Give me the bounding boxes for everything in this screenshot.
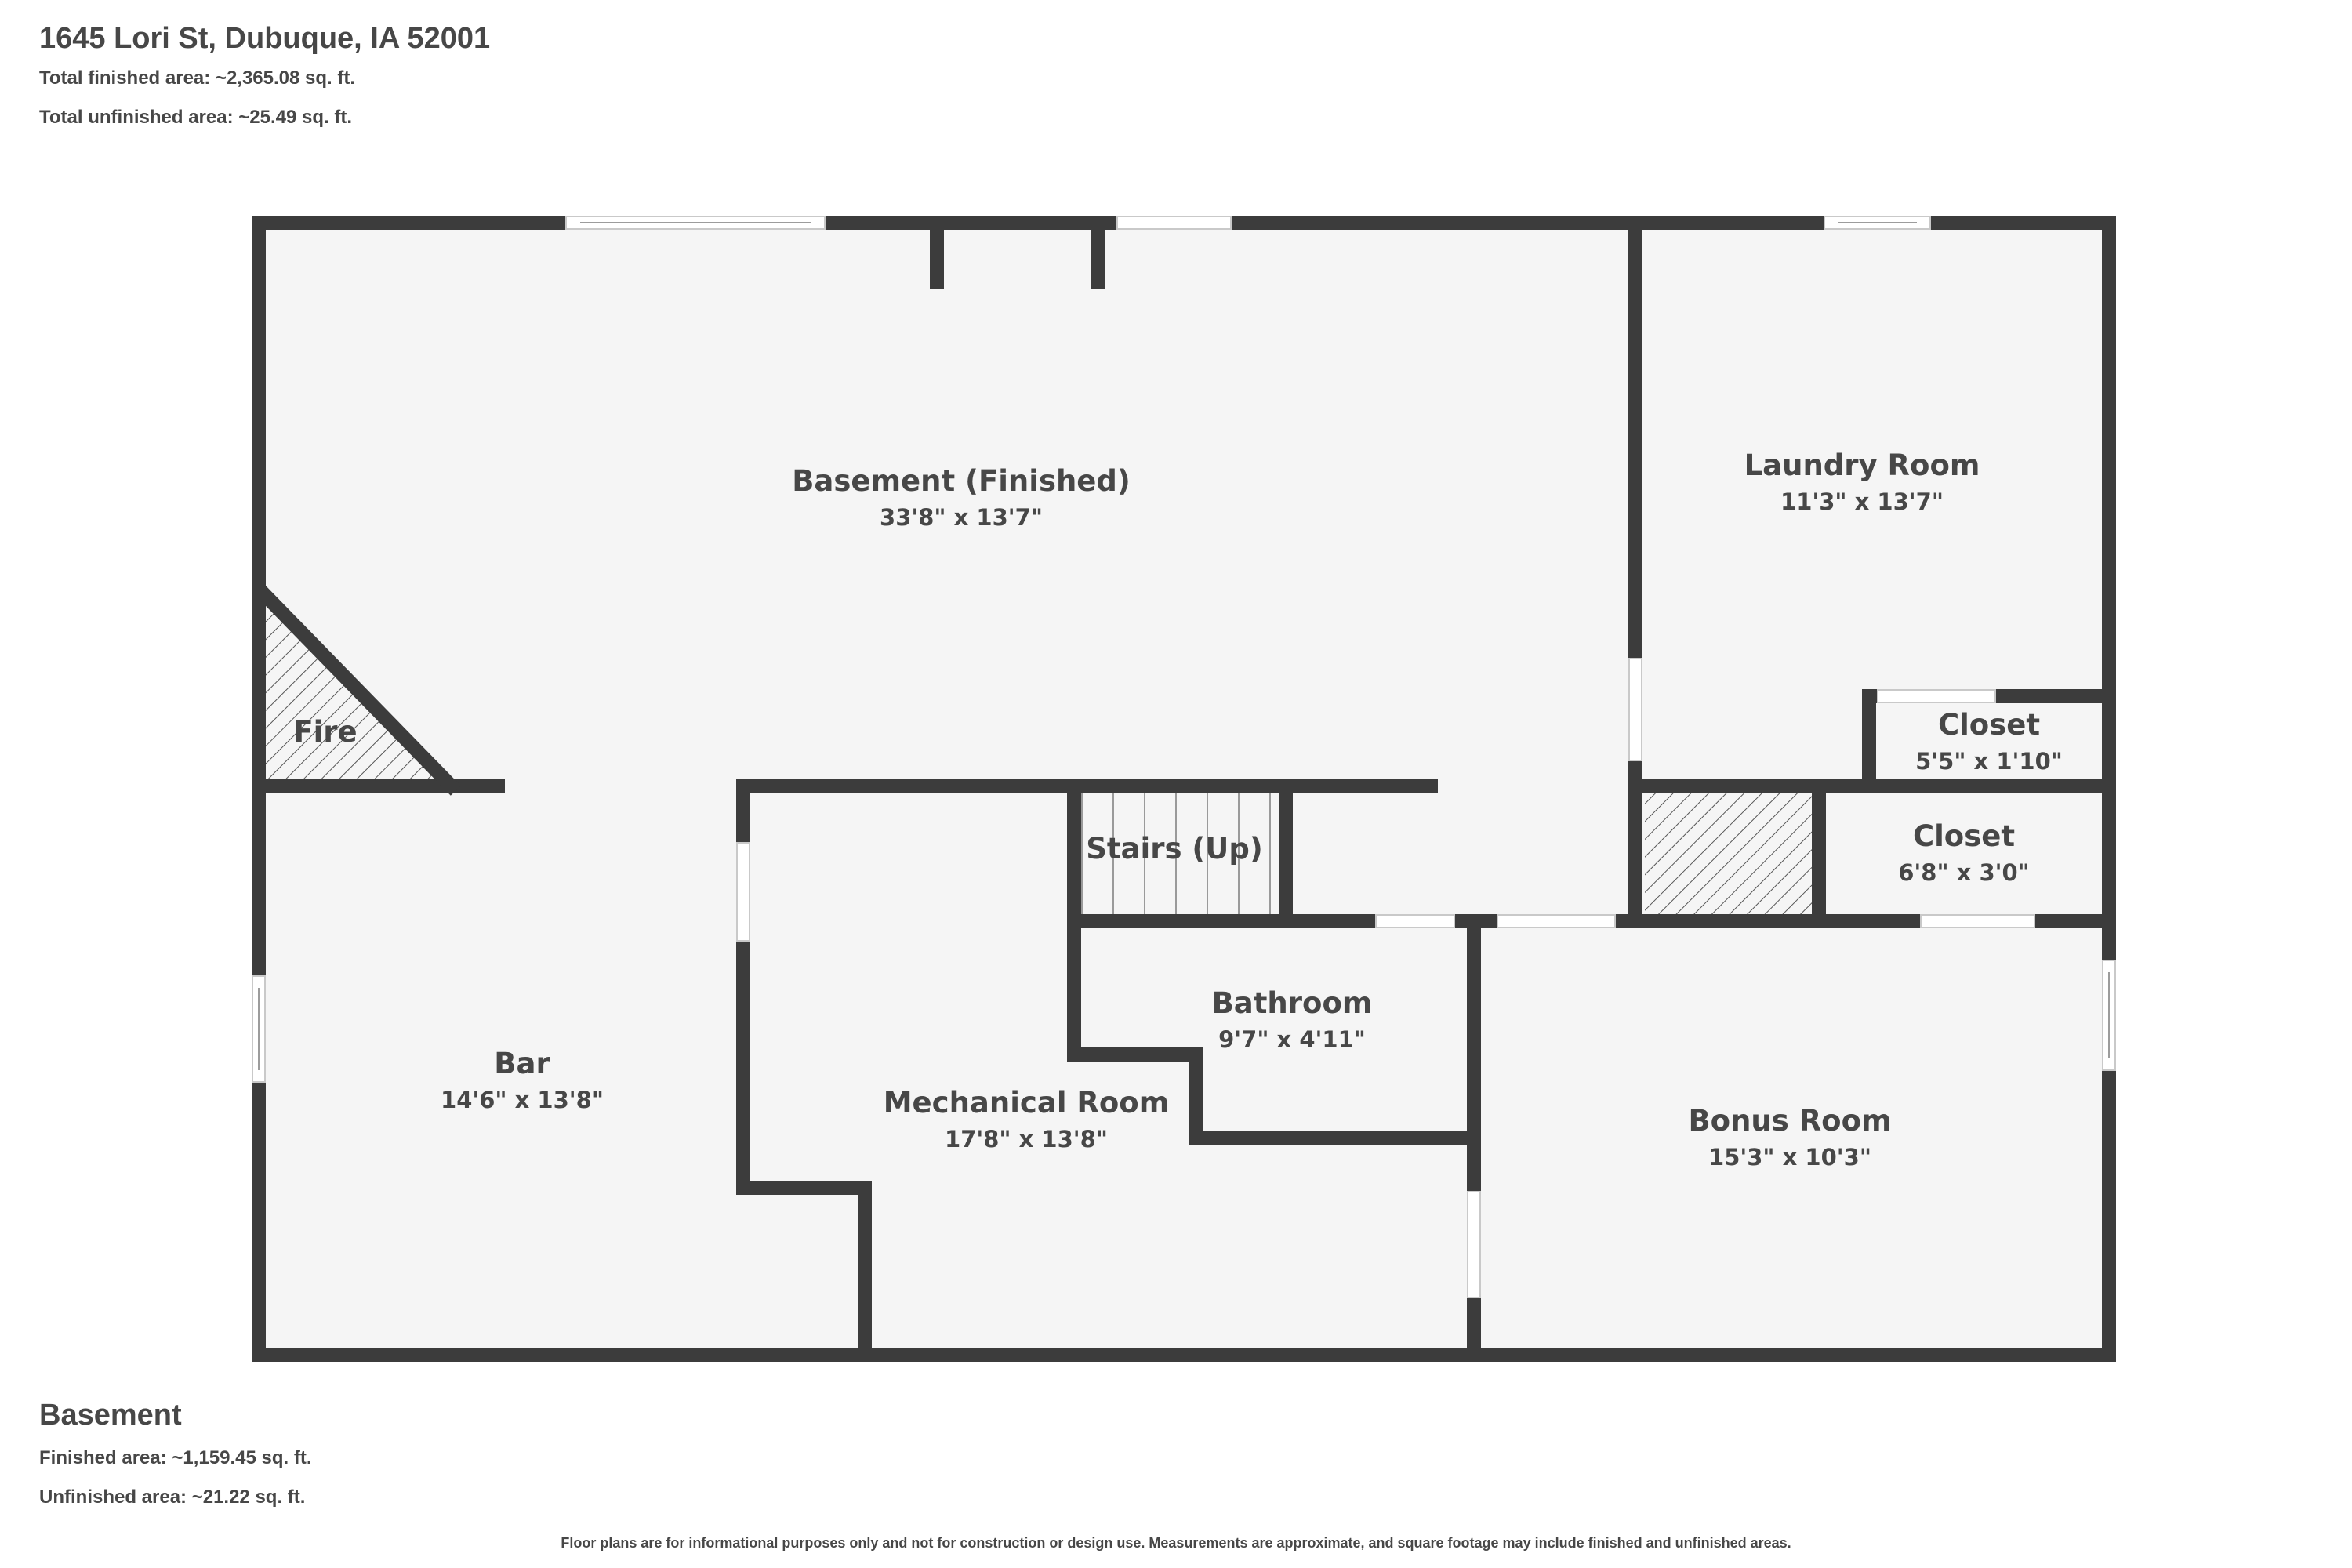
- room-dims-closet-1: 5'5" x 1'10": [1915, 748, 2063, 775]
- disclaimer: Floor plans are for informational purpos…: [561, 1535, 1791, 1551]
- total-finished-area: Total finished area: ~2,365.08 sq. ft.: [39, 67, 356, 89]
- room-name-fire: Fire: [293, 715, 357, 749]
- room-name-stairs: Stairs (Up): [1086, 832, 1263, 866]
- stair-treads: [1081, 792, 1271, 917]
- room-dims-laundry: 11'3" x 13'7": [1780, 488, 1944, 515]
- room-dims-basement: 33'8" x 13'7": [880, 504, 1043, 531]
- room-name-bathroom: Bathroom: [1212, 986, 1373, 1020]
- total-unfinished-area: Total unfinished area: ~25.49 sq. ft.: [39, 107, 352, 128]
- floor-name: Basement: [39, 1399, 182, 1432]
- room-dims-closet-2: 6'8" x 3'0": [1898, 859, 2030, 886]
- room-dims-mechanical: 17'8" x 13'8": [945, 1126, 1108, 1152]
- floor-unfinished-area: Unfinished area: ~21.22 sq. ft.: [39, 1486, 306, 1508]
- floor-finished-area: Finished area: ~1,159.45 sq. ft.: [39, 1447, 312, 1468]
- room-dims-bathroom: 9'7" x 4'11": [1218, 1026, 1366, 1053]
- openings: [252, 216, 2116, 1298]
- room-name-closet-1: Closet: [1938, 708, 2040, 742]
- room-name-bonus: Bonus Room: [1688, 1104, 1891, 1138]
- room-name-bar: Bar: [494, 1047, 550, 1080]
- unfinished-hatch: [1645, 792, 1812, 917]
- room-name-basement: Basement (Finished): [792, 464, 1131, 498]
- room-name-closet-2: Closet: [1913, 819, 2015, 853]
- room-dims-bar: 14'6" x 13'8": [441, 1087, 604, 1113]
- room-name-mechanical: Mechanical Room: [884, 1086, 1170, 1120]
- room-name-laundry: Laundry Room: [1744, 448, 1980, 482]
- address-title: 1645 Lori St, Dubuque, IA 52001: [39, 22, 491, 55]
- room-dims-bonus: 15'3" x 10'3": [1708, 1144, 1871, 1171]
